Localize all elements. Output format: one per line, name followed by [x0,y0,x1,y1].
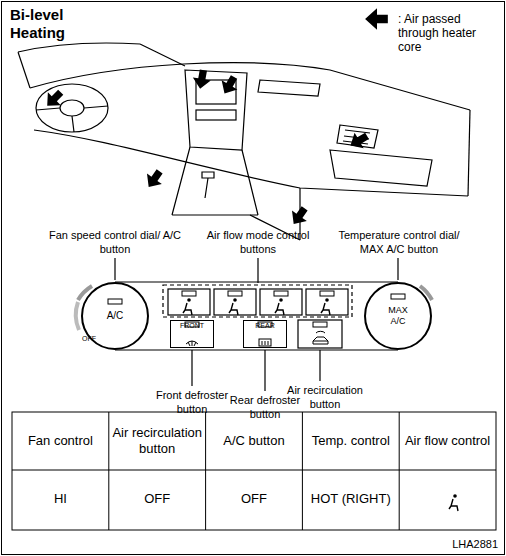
callout-label: Fan speed control dial/ A/C button [40,228,190,256]
title-box: Bi-level Heating [10,6,90,42]
temp-dial: MAX A/C [364,282,432,350]
callout-label: Rear defroster button [225,393,305,421]
table-cell-text: OFF [144,491,170,507]
rear-defroster-button: REAR [243,320,287,348]
dashboard-drawing [18,43,470,240]
table-cell: OFF [208,472,301,526]
dial-mark: OFF [82,334,104,343]
mode-icons [183,298,458,511]
button-label: REAR [255,321,274,330]
settings-table [12,412,496,530]
title: Bi-level Heating [10,6,65,41]
table-cell-text: Temp. control [312,433,390,449]
table-cell: A/C button [208,414,301,468]
callout-label: Front defroster button [150,388,234,416]
table-cell-text: Fan control [28,433,93,449]
callout-label-text: Air recirculation button [287,384,363,410]
table-cell-text: A/C button [223,433,284,449]
legend-arrow [365,8,388,30]
button-icons [186,331,328,346]
figure-code-text: LHA2881 [452,538,498,550]
legend-text: : Air passed through heater core [398,12,476,54]
callout-label-text: Front defroster button [156,389,228,415]
table-cell-text: Air flow control [405,433,490,449]
table-cell: HI [14,472,107,526]
table-cell-text: HI [54,491,67,507]
table-cell: Temp. control [304,414,397,468]
table-cell: OFF [111,472,204,526]
table-cell: Air flow control [401,414,494,468]
legend-entry: : Air passed through heater core [398,12,498,54]
table-cell-text: OFF [241,491,267,507]
table-cell: HOT (RIGHT) [304,472,397,526]
front-defroster-button: FRONT [170,320,214,348]
callout-label: Temperature control dial/ MAX A/C button [326,228,472,256]
button-label: FRONT [180,321,204,330]
control-panel [76,258,432,391]
table-cell: Air recirculation button [111,414,204,468]
callout-label-text: Temperature control dial/ MAX A/C button [338,229,459,255]
table-cell-text: Air recirculation button [111,425,204,457]
figure-code: LHA2881 [420,537,498,551]
callout-label-text: Rear defroster button [230,394,300,420]
table-cell-text: HOT (RIGHT) [311,491,391,507]
button-label: MAX A/C [384,305,412,327]
dial-mark-text: OFF [82,335,96,342]
callout-label-text: Air flow mode control buttons [207,229,310,255]
callout-label: Air flow mode control buttons [200,228,316,256]
table-cell: Fan control [14,414,107,468]
callout-label-text: Fan speed control dial/ A/C button [49,229,181,255]
callout-label: Air recirculation button [282,383,368,411]
button-label: A/C [107,310,124,322]
